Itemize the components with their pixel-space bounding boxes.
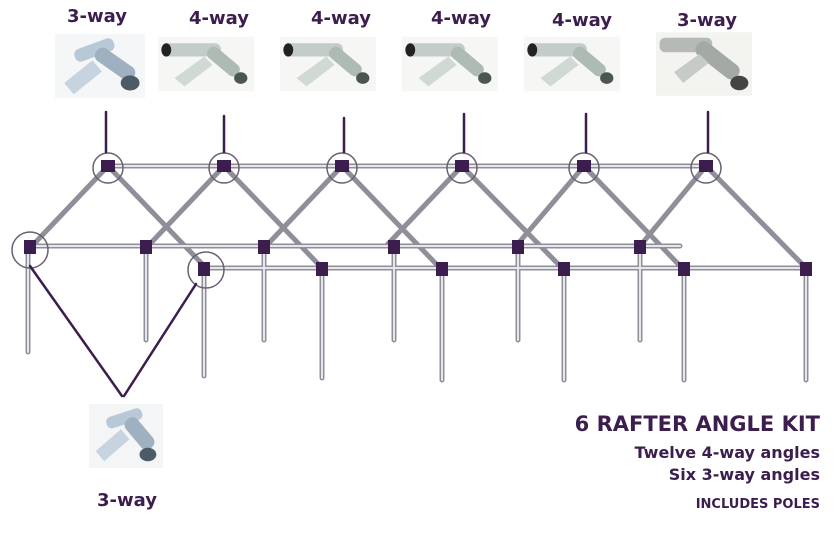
pointer-lines (30, 112, 708, 396)
